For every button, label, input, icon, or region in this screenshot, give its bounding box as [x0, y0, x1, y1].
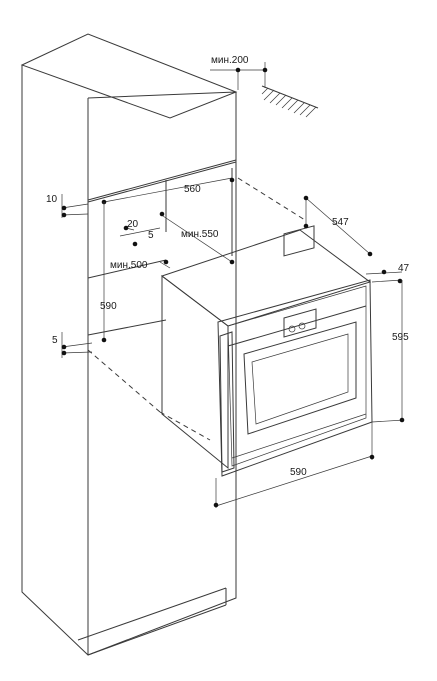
oven-side-face: [161, 274, 229, 470]
control-display: [283, 225, 315, 257]
oven-front-inner: [227, 285, 367, 467]
ceiling-hatch: [261, 85, 319, 118]
label-niche-width: 560: [184, 184, 201, 195]
dimension-lines: [61, 62, 405, 508]
label-recess: 5: [148, 230, 154, 241]
label-niche-depth-min: мин.550: [181, 229, 219, 240]
oven-bottom-trim: [231, 413, 367, 459]
label-appliance-height: 595: [392, 332, 409, 343]
cabinet-outline: [21, 65, 237, 656]
knob-left-icon: [288, 325, 296, 333]
label-niche-height-min: мин.500: [110, 260, 148, 271]
oven-appliance: [160, 225, 373, 477]
niche-floor-line: [87, 319, 167, 336]
plinth-top: [77, 587, 227, 641]
tall-cabinet: [20, 33, 238, 656]
oven-front-frame: [217, 279, 373, 477]
niche-dashed-outline: [87, 177, 306, 441]
oven-handle: [219, 331, 235, 473]
label-niche-height: 590: [100, 301, 117, 312]
label-appliance-offset: 20: [127, 219, 139, 230]
label-cabinet-top-gap: 10: [46, 194, 58, 205]
cabinet-front-top-edge: [87, 91, 237, 99]
oven-top-face: [160, 229, 372, 327]
label-niche-depth: 547: [332, 217, 349, 228]
label-min-clearance-top: мин.200: [211, 55, 249, 66]
oven-window-inner: [251, 333, 349, 425]
oven-window: [243, 321, 357, 435]
control-strip: [227, 305, 367, 347]
plinth-bottom: [87, 604, 227, 656]
upper-flap-bottom-2: [87, 161, 237, 203]
upper-flap-bottom: [87, 159, 237, 201]
knob-right-icon: [298, 322, 306, 330]
niche-shelf-line: [87, 259, 167, 279]
label-appliance-width: 590: [290, 467, 307, 478]
display-panel: [283, 308, 317, 338]
cabinet-top-face: [20, 33, 238, 119]
label-front-protrusion: 47: [398, 263, 410, 274]
label-panel-gap: 5: [52, 335, 58, 346]
